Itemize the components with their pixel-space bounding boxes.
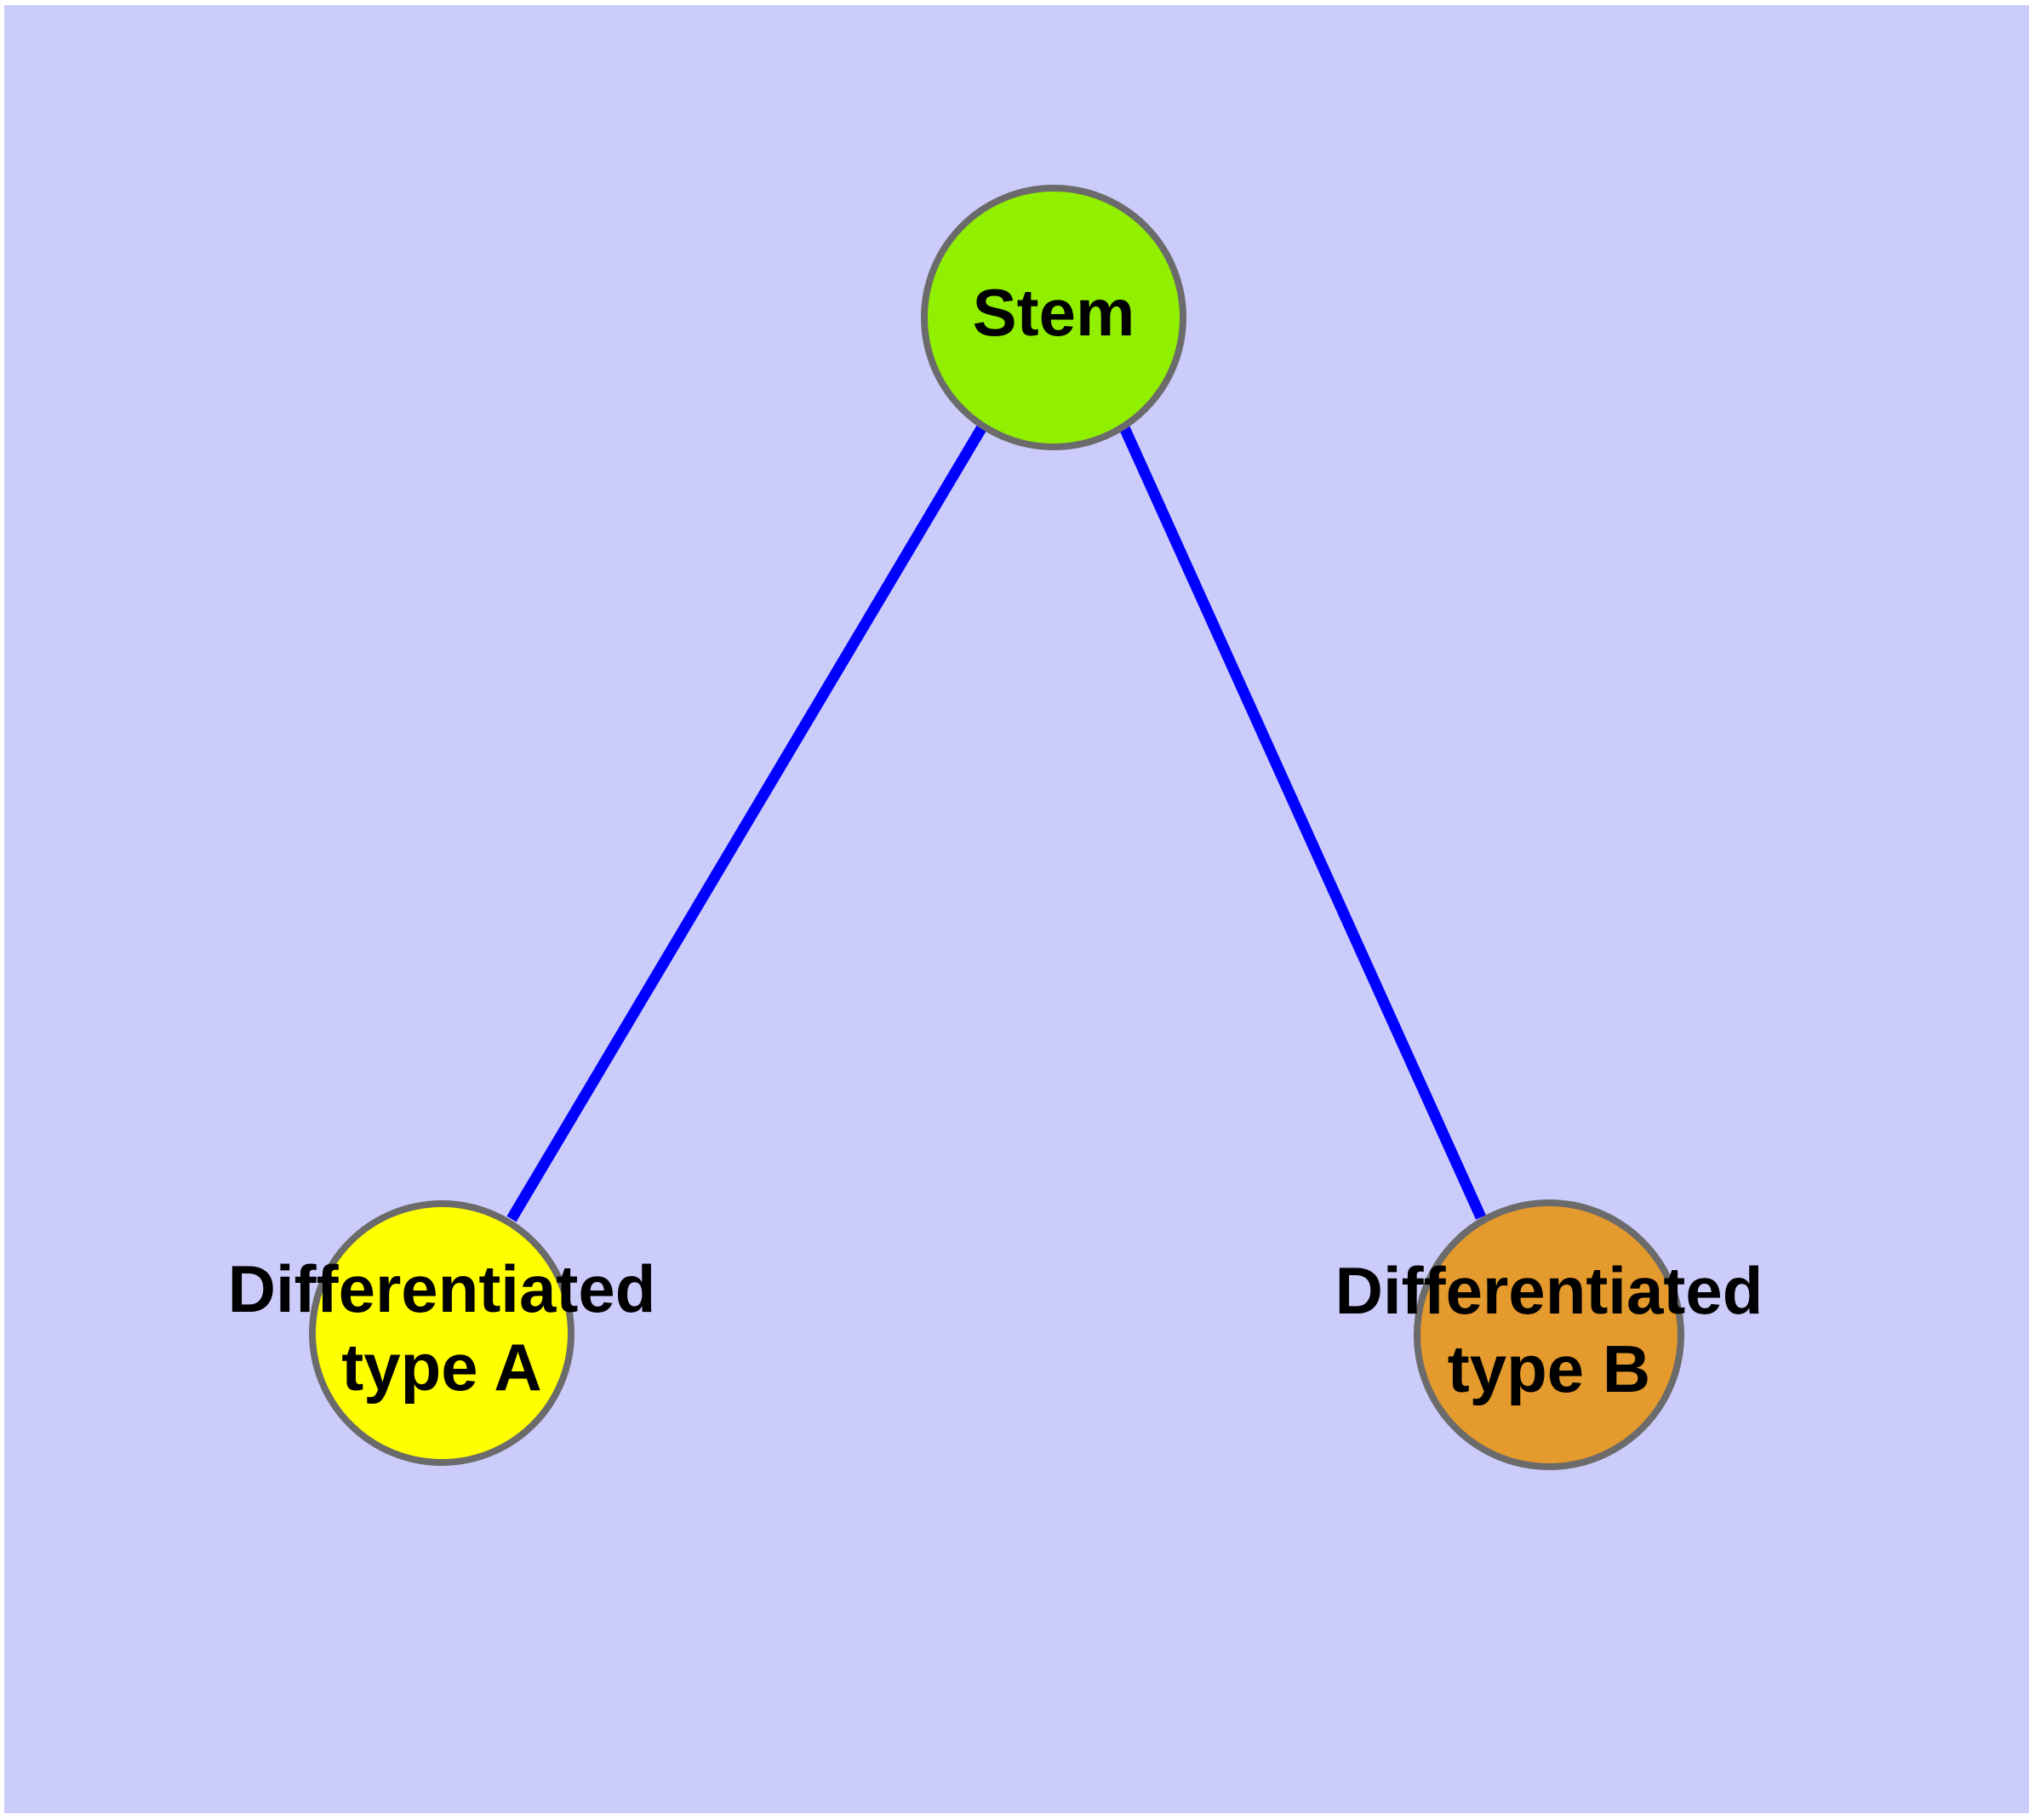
edge-stem-to-diff-a[interactable]	[506, 422, 988, 1222]
node-differentiated-type-b-circle[interactable]	[1414, 1199, 1684, 1470]
node-stem-label: Stem	[973, 275, 1135, 350]
edge-stem-to-diff-b[interactable]	[1118, 423, 1486, 1220]
edge-layer	[506, 422, 1486, 1222]
node-stem[interactable]: Stem	[921, 185, 1186, 450]
node-stem-circle[interactable]	[921, 185, 1186, 450]
node-differentiated-type-a-circle[interactable]	[309, 1200, 574, 1466]
